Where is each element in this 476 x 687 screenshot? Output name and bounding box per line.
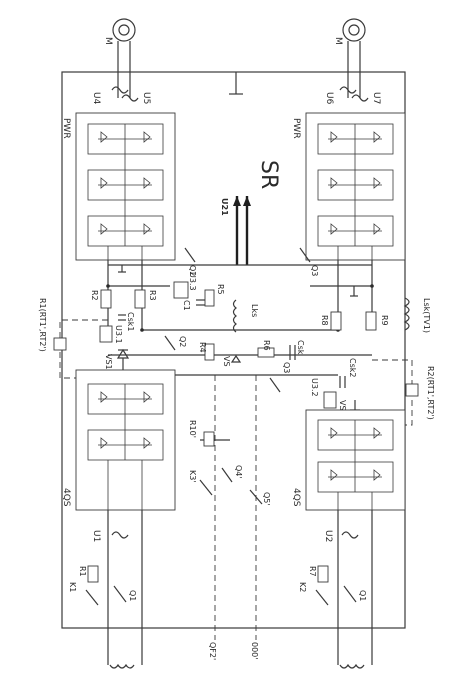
fourqs-block-top: 4QS xyxy=(61,369,176,511)
sensor-u7: U7 xyxy=(351,92,381,104)
r2rt-label: R2(RT1',RT2') xyxy=(426,366,435,420)
supply-top: U1 R1 K1 Q1 xyxy=(68,510,143,669)
r10-label: R10' xyxy=(188,420,197,438)
r9-label: R9 xyxy=(380,315,389,326)
sensor-u5: U5 xyxy=(121,92,151,104)
csk2-label: Csk2 xyxy=(348,358,357,377)
sensor-u6: U6 xyxy=(324,86,357,105)
u2-label: U2 xyxy=(323,530,333,542)
lower-dc-link: Q3 R8 R9 Lsk(TV1) R6 Csk Q3 Csk2 U3.2 xyxy=(257,247,431,409)
csk-label: Csk xyxy=(296,340,305,355)
vs1-label: VS1' xyxy=(104,354,113,372)
r8-label: R8 xyxy=(320,315,329,326)
lsk-label: Lsk(TV1) xyxy=(422,298,431,333)
upper-dc-link: R2 R3 Csk1 U3.1 Q2 Q2 U3.3 C1 R5 R4 Lks … xyxy=(90,247,259,367)
ooo-label: 000' xyxy=(250,642,259,659)
motor-right: M xyxy=(333,18,366,98)
pwr-bottom-label: PWR xyxy=(291,118,301,139)
supply-k1-label: K1 xyxy=(68,582,77,592)
qf2-label: QF2' xyxy=(208,642,217,660)
k3-label: K3' xyxy=(188,470,197,483)
pwr-block-bottom: PWR xyxy=(291,112,406,261)
u32-label: U3.2 xyxy=(310,378,319,397)
q2-right-label: Q2 xyxy=(178,336,187,347)
sensor-u4-label: U4 xyxy=(91,92,101,105)
motor-left-label: M xyxy=(103,37,113,45)
q2-left-label: Q2 xyxy=(188,265,197,276)
pwr-block-top: PWR xyxy=(61,112,176,261)
u31-label: U3.1 xyxy=(114,325,123,344)
c1-label: C1 xyxy=(182,300,191,311)
u33-label: U3.3 xyxy=(188,272,197,291)
r2-label: R2 xyxy=(90,290,99,301)
motor-left: M xyxy=(103,18,136,98)
u1-label: U1 xyxy=(91,530,101,542)
dc-bus-wiring xyxy=(106,260,374,376)
r5-label: R5 xyxy=(216,284,225,295)
fourqs-top-label: 4QS xyxy=(61,488,71,507)
csk1-label: Csk1 xyxy=(126,312,135,331)
r1-rt-dashed: R1(RT1',RT2') xyxy=(38,298,108,379)
vs-label: VS xyxy=(222,356,231,367)
ground-symbol xyxy=(229,72,243,95)
q5-label: Q5' xyxy=(262,492,271,506)
r3-label: R3 xyxy=(148,290,157,301)
q3-left-label: Q3 xyxy=(282,362,291,373)
q3-right-label: Q3 xyxy=(310,265,319,276)
middle-controls: K3' R10' Q4' Q5' xyxy=(188,375,271,640)
r2-rt-dashed: R2(RT1',RT2') xyxy=(372,359,435,426)
supply-k2-label: K2 xyxy=(298,582,307,592)
sr-label: SR xyxy=(256,160,281,189)
sensor-u5-label: U5 xyxy=(141,92,151,104)
sensor-u4: U4 xyxy=(91,86,129,105)
sr-bus: SR U21 xyxy=(220,160,281,265)
supply-r1-label: R1 xyxy=(78,566,87,577)
r6-label: R6 xyxy=(262,340,271,351)
u21-label: U21 xyxy=(220,198,229,216)
supply-r7-label: R7 xyxy=(308,566,317,577)
sensor-u6-label: U6 xyxy=(324,92,334,105)
supply-bottom: U2 R7 K2 Q1 xyxy=(298,510,373,669)
q4-label: Q4' xyxy=(234,465,243,479)
fourqs-bottom-label: 4QS xyxy=(291,488,301,507)
lks-label: Lks xyxy=(250,304,259,317)
r4-label: R4 xyxy=(198,342,207,353)
fourqs-block-bottom: 4QS xyxy=(291,409,406,511)
pwr-top-label: PWR xyxy=(61,118,71,139)
supply-q1-top-label: Q1 xyxy=(128,590,137,601)
r1rt-label: R1(RT1',RT2') xyxy=(38,298,47,352)
supply-q1-bottom-label: Q1 xyxy=(358,590,367,601)
sensor-u7-label: U7 xyxy=(371,92,381,104)
vs2-label: VS2' xyxy=(338,400,347,418)
motor-right-label: M xyxy=(333,37,343,45)
